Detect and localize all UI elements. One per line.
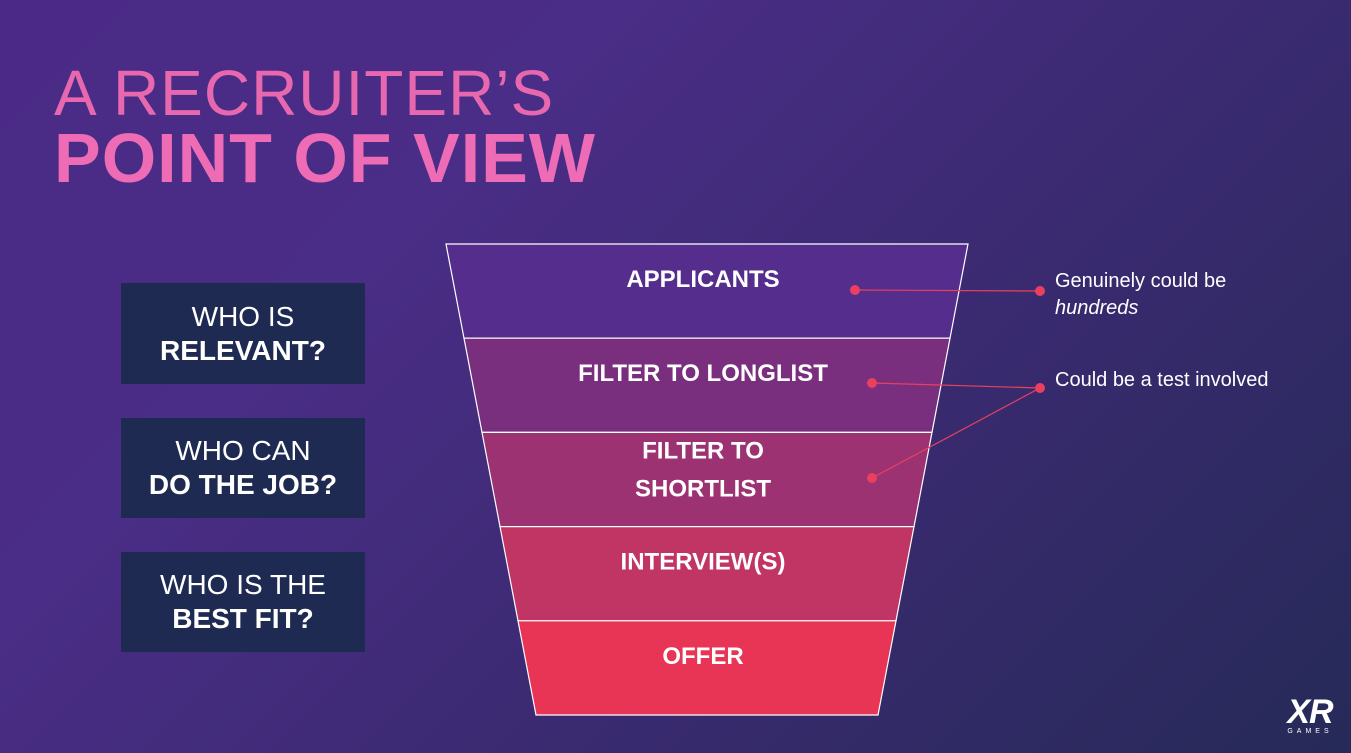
connector-line bbox=[871, 387, 1041, 479]
question-light-text: WHO CAN bbox=[175, 435, 311, 466]
funnel-stage-label: OFFER bbox=[662, 643, 743, 670]
question-bold-text: DO THE JOB? bbox=[148, 469, 338, 500]
logo-sub-text: GAMES bbox=[1287, 728, 1333, 735]
funnel-stage-label: INTERVIEW(S) bbox=[621, 549, 786, 576]
question-box-best-fit: WHO IS THE BEST FIT? bbox=[121, 552, 365, 652]
question-light-text: WHO IS bbox=[191, 300, 295, 332]
connector-dot bbox=[1035, 383, 1045, 393]
question-bold-text: BEST FIT? bbox=[172, 603, 314, 634]
connector-dot bbox=[1035, 286, 1045, 296]
question-bold-text: RELEVANT? bbox=[160, 334, 326, 366]
question-light-text: WHO IS THE bbox=[160, 569, 326, 600]
funnel-stage-label: SHORTLIST bbox=[635, 475, 771, 502]
annotation-applicants: Genuinely could be hundreds bbox=[1055, 268, 1226, 322]
question-box-relevant: WHO IS RELEVANT? bbox=[121, 283, 365, 384]
connector-line bbox=[854, 289, 1041, 292]
annotation-emphasis: hundreds bbox=[1055, 297, 1139, 319]
funnel-stage-label: FILTER TO bbox=[642, 437, 764, 464]
annotation-text: Could be a test involved bbox=[1055, 369, 1269, 391]
question-box-do-the-job: WHO CAN DO THE JOB? bbox=[121, 418, 365, 518]
connector-line bbox=[871, 382, 1041, 389]
connector-dot bbox=[850, 285, 860, 295]
annotation-test: Could be a test involved bbox=[1055, 367, 1268, 394]
xr-games-logo: XR GAMES bbox=[1278, 693, 1342, 737]
title-line-2: POINT OF VIEW bbox=[54, 119, 596, 197]
logo-main-text: XR bbox=[1287, 693, 1333, 731]
funnel-stage-label: APPLICANTS bbox=[626, 266, 779, 293]
title-line-1: A RECRUITER’S bbox=[54, 57, 555, 129]
annotation-text: Genuinely could be bbox=[1055, 270, 1227, 292]
connector-dot bbox=[867, 378, 877, 388]
funnel-stage-label: FILTER TO LONGLIST bbox=[578, 360, 828, 387]
connector-dot bbox=[867, 473, 877, 483]
funnel-stage-5 bbox=[517, 620, 897, 716]
